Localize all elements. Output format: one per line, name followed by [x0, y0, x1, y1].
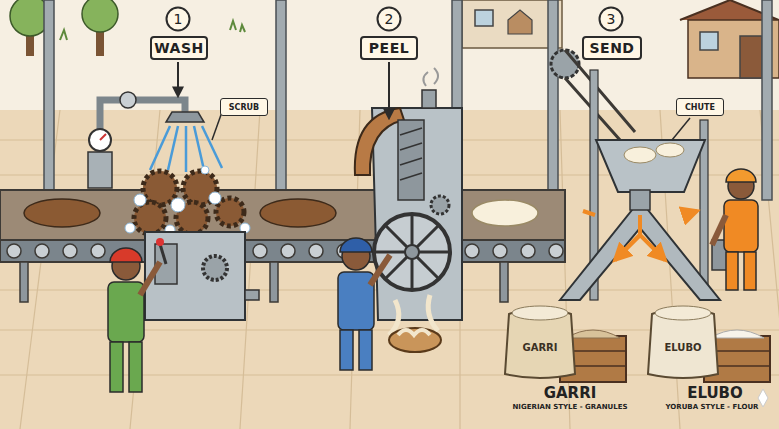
node-text: GARRI — [522, 342, 557, 353]
node-text: 1 — [174, 11, 183, 27]
product-caption: YORUBA STYLE - FLOUR — [645, 403, 779, 411]
step-number: 2 — [376, 6, 402, 32]
node-text: SEND — [590, 40, 635, 56]
product-caption: ELUBO — [652, 384, 778, 402]
node-text: ELUBO — [664, 342, 701, 353]
product-caption: NIGERIAN STYLE - GRANULES — [490, 403, 650, 411]
node-text: CHUTE — [685, 103, 715, 112]
step-number: 1 — [165, 6, 191, 32]
step-box: PEEL — [360, 36, 418, 60]
product-sack: GARRI — [503, 298, 577, 382]
node-text: 2 — [385, 11, 394, 27]
node-text: SCRUB — [229, 103, 259, 112]
node-text: 3 — [607, 11, 616, 27]
node-text: WASH — [154, 40, 203, 56]
step-box: WASH — [150, 36, 208, 60]
product-sack: ELUBO — [646, 298, 720, 382]
sack-outline — [646, 298, 720, 382]
node-text: PEEL — [369, 40, 409, 56]
step-number: 3 — [598, 6, 624, 32]
callout-box: CHUTE — [676, 98, 724, 116]
product-caption: GARRI — [505, 384, 635, 402]
callout-box: SCRUB — [220, 98, 268, 116]
sack-outline — [503, 298, 577, 382]
step-box: SEND — [582, 36, 642, 60]
